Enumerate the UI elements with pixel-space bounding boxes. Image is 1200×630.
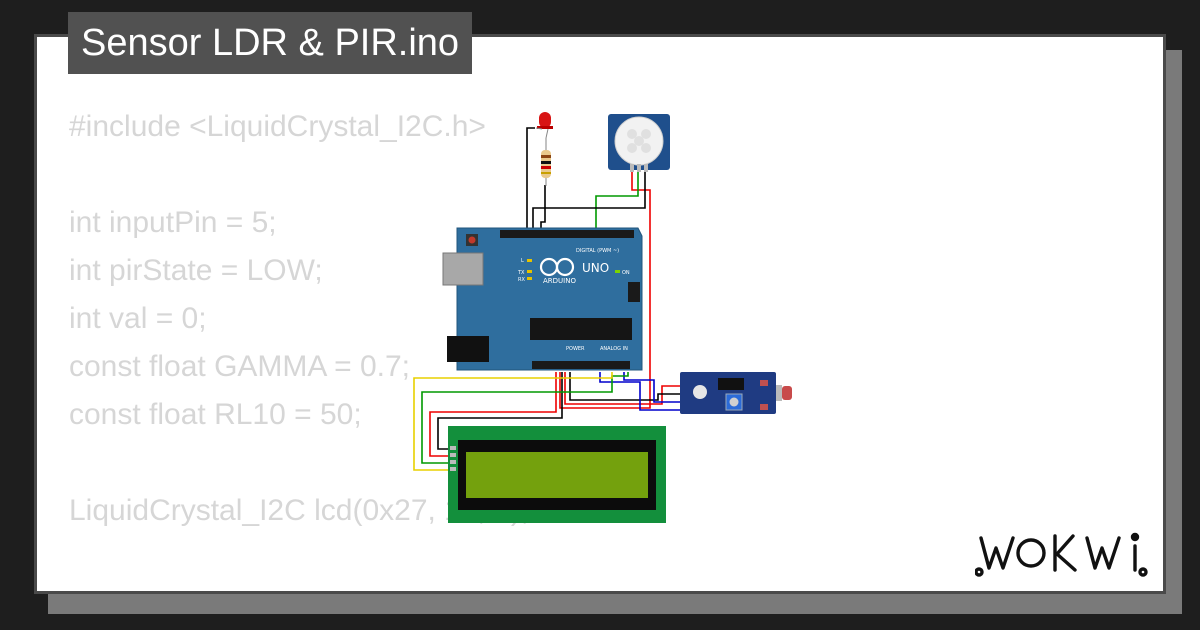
wire-lcd-gnd (437, 372, 563, 450)
led-leg (545, 128, 549, 139)
wire-pir-out (595, 172, 639, 232)
led-body (539, 112, 551, 128)
code-line: const float RL10 = 50; (69, 398, 362, 431)
ldr-smd (760, 404, 768, 410)
ldr-board (680, 372, 776, 414)
rx-led (527, 277, 532, 280)
led[interactable] (535, 112, 553, 139)
resistor-band (541, 155, 551, 158)
ldr-potentiometer-knob (729, 397, 739, 407)
power-label: POWER (566, 346, 585, 352)
power-analog-header (532, 361, 630, 369)
power-jack (447, 336, 489, 362)
wire-lcd-scl (413, 372, 613, 471)
reset-button-cap (468, 236, 476, 244)
project-title: Sensor LDR & PIR.ino (68, 12, 473, 74)
ldr-led (693, 385, 707, 399)
tx-label: TX (517, 270, 525, 276)
pir-pin (637, 164, 641, 172)
resistor-band (541, 166, 551, 169)
wires (413, 127, 680, 471)
on-led (615, 270, 620, 273)
pir-dome-facet (641, 129, 651, 139)
lcd-screen (466, 452, 648, 498)
ldr-lead (776, 385, 782, 401)
wire-lcd-vcc (429, 372, 557, 457)
ldr-smd (760, 380, 768, 386)
lcd-pin (450, 446, 456, 450)
wire-pir-gnd (532, 172, 646, 232)
wire-resistor-pin (540, 185, 546, 232)
lcd-pin (450, 460, 456, 464)
on-led-label: ON (622, 270, 630, 276)
pir-dome-facet (641, 143, 651, 153)
arduino-brand-label: ARDUINO (543, 277, 576, 285)
pir-pin (644, 164, 648, 172)
wire-lcd-sda (421, 372, 629, 464)
led-rim (537, 126, 553, 129)
digital-header (500, 230, 634, 238)
wire-ldr-gnd (569, 372, 680, 401)
wire-led-gnd (526, 127, 535, 232)
analog-label: ANALOG IN (600, 346, 628, 352)
resistor[interactable] (541, 138, 551, 186)
arduino-uno[interactable]: UNO ARDUINO DIGITAL (PWM ~) ANALOG IN PO… (442, 227, 643, 371)
code-line: #include <LiquidCrystal_I2C.h> (69, 110, 486, 143)
ldr-comparator-chip (718, 378, 744, 390)
rx-label: RX (518, 277, 525, 283)
pir-dome-facet (634, 136, 644, 146)
icsp-header (628, 282, 640, 302)
wire-ldr-do (623, 372, 680, 403)
pir-dome-facet (627, 143, 637, 153)
lcd-display[interactable] (448, 426, 666, 523)
wire-pir-vcc (559, 172, 651, 409)
code-line: int inputPin = 5; (69, 206, 277, 239)
atmega-chip (530, 318, 632, 340)
code-line: const float GAMMA = 0.7; (69, 350, 410, 383)
pir-pin (630, 164, 634, 172)
tx-led (527, 270, 532, 273)
usb-port (442, 252, 484, 286)
pir-dome-facet (627, 129, 637, 139)
code-line: int pirState = LOW; (69, 254, 323, 287)
wokwi-logo (975, 532, 1148, 577)
resistor-band (541, 172, 551, 174)
l-led-label: L (521, 258, 524, 264)
pir-sensor[interactable] (608, 114, 670, 172)
lcd-pin (450, 453, 456, 457)
resistor-band (541, 161, 551, 164)
code-line: void setup() { (69, 583, 529, 591)
ldr-photoresistor (782, 386, 792, 400)
ldr-module[interactable] (680, 372, 792, 414)
l-led (527, 259, 532, 262)
code-line: int val = 0; (69, 302, 207, 335)
digital-label: DIGITAL (PWM ~) (576, 248, 619, 254)
lcd-pin (450, 467, 456, 471)
arduino-infinity-logo (539, 257, 575, 277)
arduino-model-label: UNO (582, 261, 609, 275)
wire-ldr-vcc (564, 372, 680, 405)
led-leg (535, 127, 543, 130)
